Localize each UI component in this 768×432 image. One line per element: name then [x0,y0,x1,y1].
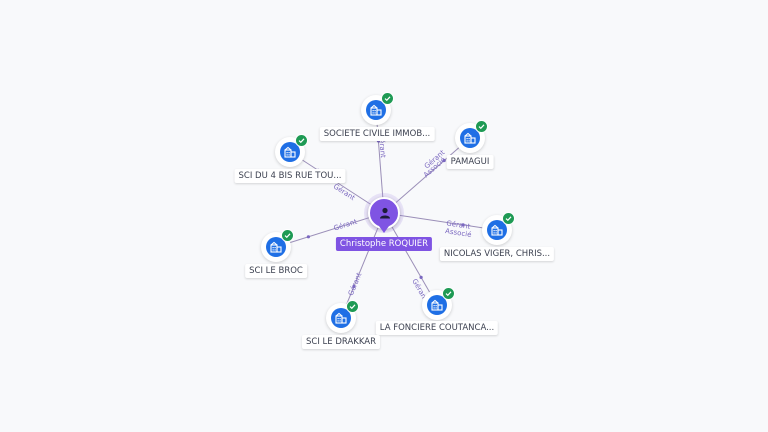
person-name-label[interactable]: Christophe ROQUIER [335,237,433,251]
person-node[interactable] [368,197,400,229]
company-name-label[interactable]: LA FONCIERE COUTANCA... [375,321,499,335]
person-icon [380,207,390,219]
relation-edge [383,212,438,306]
company-node[interactable] [326,300,359,333]
company-node[interactable] [422,287,455,320]
edge-arrow [442,158,446,163]
relation-edge [383,212,498,231]
company-node[interactable] [482,212,515,245]
company-icon-circle [280,142,300,162]
building-icon [491,224,503,236]
verified-check-icon [502,212,515,225]
building-icon [370,104,382,116]
building-icon [335,312,347,324]
company-name-label[interactable]: SCI LE DRAKKAR [302,335,380,349]
building-icon [284,146,296,158]
company-name-label[interactable]: SCI DU 4 BIS RUE TOU... [234,169,346,183]
company-name-label[interactable]: PAMAGUI [446,155,494,169]
verified-check-icon [346,300,359,313]
verified-check-icon [475,120,488,133]
relation-label: Gérant [446,219,471,231]
relation-edge [383,137,471,214]
company-node[interactable] [361,92,394,125]
relation-edge [275,212,385,248]
company-icon-circle [266,237,286,257]
edge-arrow [352,284,356,289]
building-icon [270,241,282,253]
relation-label: Gérant [347,271,364,297]
company-node[interactable] [275,134,308,167]
edge-arrow [306,235,310,239]
relation-label: Associé [445,227,472,239]
company-node[interactable] [261,229,294,262]
building-icon [431,299,443,311]
verified-check-icon [295,134,308,147]
relation-label: Gérant [332,182,357,202]
company-icon-circle [427,295,447,315]
company-node[interactable] [455,120,488,153]
company-icon-circle [487,220,507,240]
verified-check-icon [381,92,394,105]
verified-check-icon [281,229,294,242]
building-icon [464,132,476,144]
company-name-label[interactable]: SOCIETE CIVILE IMMOB... [319,127,435,141]
company-icon-circle [460,128,480,148]
company-name-label[interactable]: SCI LE BROC [245,264,307,278]
edge-arrow [461,223,465,227]
relation-label: Gérant [333,218,359,233]
verified-check-icon [442,287,455,300]
relation-label: Gérant [377,134,387,159]
company-icon-circle [366,100,386,120]
edge-arrow [419,275,423,279]
company-icon-circle [331,308,351,328]
person-pin [379,226,389,233]
company-name-label[interactable]: NICOLAS VIGER, CHRIS... [439,247,555,261]
